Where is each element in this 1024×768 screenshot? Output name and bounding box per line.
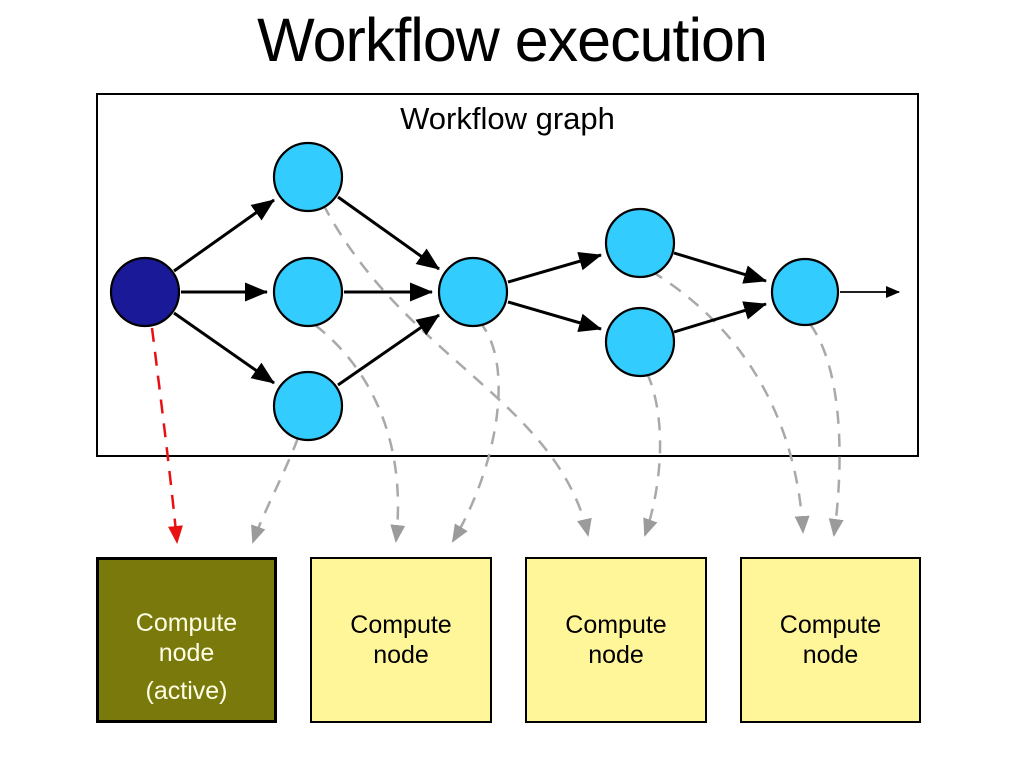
workflow-node-t1	[272, 141, 344, 213]
workflow-node-t3	[272, 370, 344, 442]
mapping-line-t1-compute3	[321, 203, 592, 537]
workflow-node-t2	[272, 256, 344, 328]
workflow-node-t7	[770, 257, 840, 327]
compute-node-box-2: Compute node	[310, 557, 492, 723]
compute-node-label: Compute node	[565, 611, 667, 669]
edge-t4-t5	[507, 252, 602, 284]
page-title: Workflow execution	[257, 6, 768, 74]
edge-start-t1	[173, 198, 275, 273]
edge-start-t3	[173, 311, 275, 385]
edge-t3-t4	[337, 313, 440, 387]
workflow-graph-label: Workflow graph	[400, 101, 615, 136]
mapping-line-t2-compute2	[314, 324, 406, 543]
edge-t5-t7	[673, 251, 767, 284]
workflow-node-t4	[437, 256, 509, 328]
edge-t6-t7	[673, 301, 767, 334]
compute-node-box-3: Compute node	[525, 557, 707, 723]
compute-node-box-1-active: Compute node (active)	[96, 557, 277, 723]
workflow-node-source-active	[109, 256, 181, 328]
mapping-line-t3-compute1	[251, 437, 300, 544]
compute-node-label: Compute node	[779, 611, 882, 669]
workflow-node-t5	[604, 207, 676, 279]
compute-node-label: Compute node	[135, 609, 238, 667]
mapping-line-t6-compute3	[643, 372, 662, 537]
edge-t1-t4	[337, 195, 440, 271]
mapping-line-t4-compute2	[451, 320, 500, 543]
mapping-line-active-start-compute1	[150, 327, 183, 544]
compute-node-status: (active)	[145, 677, 228, 705]
edge-t4-t6	[507, 300, 602, 332]
mapping-line-t7-compute4	[808, 323, 844, 537]
compute-node-label: Compute node	[350, 611, 452, 669]
compute-node-box-4: Compute node	[740, 557, 921, 723]
workflow-node-t6	[604, 306, 676, 378]
